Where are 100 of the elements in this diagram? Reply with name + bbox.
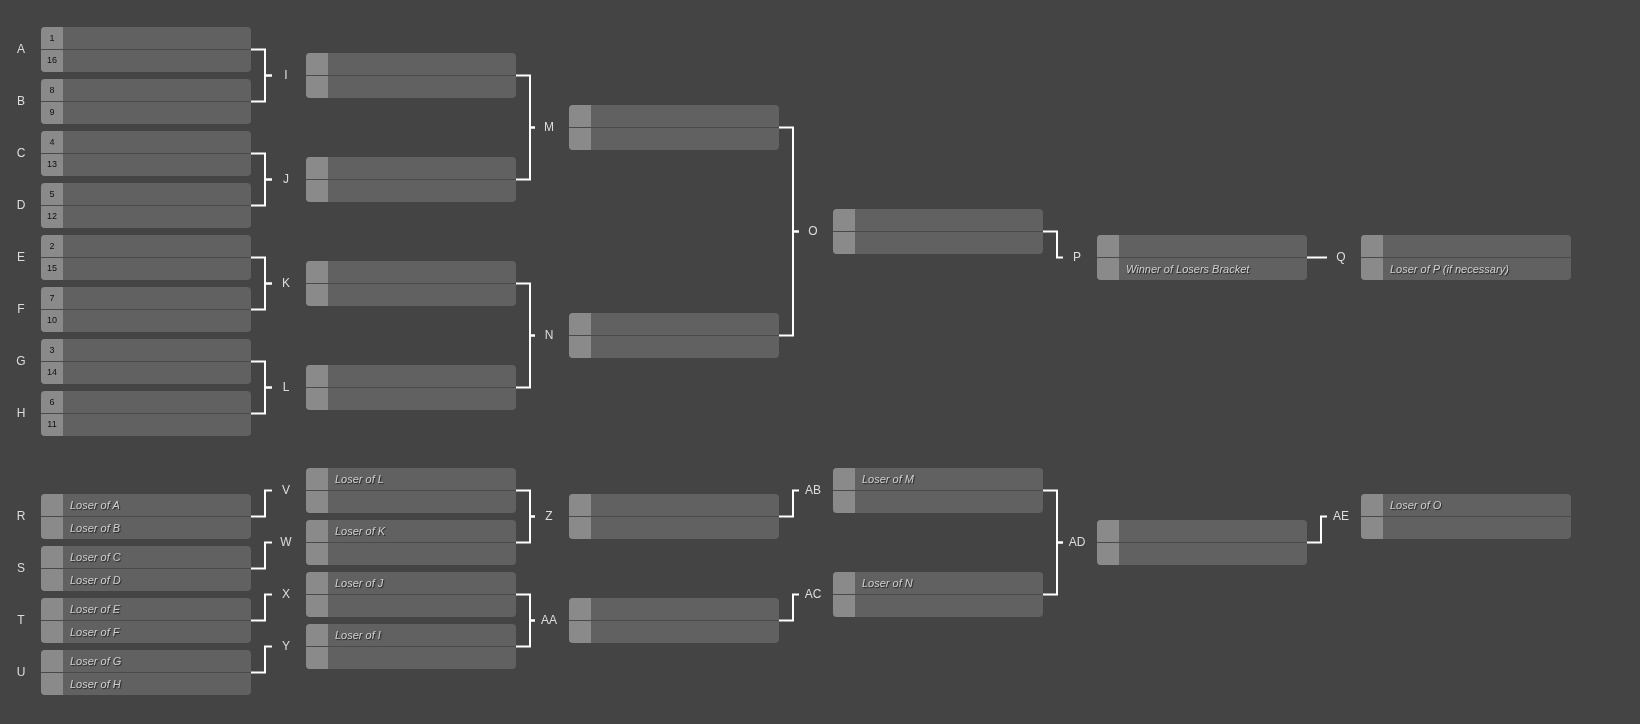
team-slot (306, 490, 516, 513)
bracket-line (515, 334, 536, 389)
slot-text: Loser of D (70, 574, 121, 587)
slot-text: Loser of G (70, 655, 122, 668)
team-slot (306, 283, 516, 306)
team-slot (1361, 516, 1571, 539)
bracket-line (250, 386, 273, 415)
team-slot (41, 494, 251, 516)
slot-text: Loser of H (70, 678, 121, 691)
team-slot (306, 179, 516, 202)
match-label: C (15, 146, 27, 161)
bracket-line (515, 126, 536, 181)
match-label: P (1072, 250, 1082, 265)
match-label: AE (1332, 509, 1350, 524)
team-slot (41, 235, 251, 257)
match-label: B (16, 94, 26, 109)
team-slot (41, 49, 251, 72)
team-slot (306, 542, 516, 565)
match-label: AD (1067, 535, 1087, 550)
team-slot (306, 572, 516, 594)
bracket-line (250, 282, 273, 311)
team-slot (41, 27, 251, 49)
team-slot (41, 546, 251, 568)
team-slot (41, 183, 251, 205)
match-label: J (282, 172, 290, 187)
match-label: AA (540, 613, 558, 628)
match-label: AC (803, 587, 823, 602)
team-slot (41, 153, 251, 176)
team-slot (1361, 235, 1571, 257)
bracket-line (1306, 256, 1328, 259)
team-slot (306, 624, 516, 646)
match-label: Z (544, 509, 554, 524)
team-slot (41, 568, 251, 591)
team-slot (41, 257, 251, 280)
bracket-line (1042, 541, 1064, 596)
match-label: Y (281, 639, 291, 654)
team-slot (41, 79, 251, 101)
team-slot (1361, 494, 1571, 516)
seed-number: 11 (41, 414, 63, 436)
team-slot (833, 572, 1043, 594)
team-slot (41, 101, 251, 124)
bracket-line (250, 178, 273, 207)
team-slot (41, 413, 251, 436)
team-slot (1097, 257, 1307, 280)
seed-number: 5 (41, 183, 63, 205)
team-slot (833, 490, 1043, 513)
slot-text: Loser of N (862, 577, 913, 590)
bracket-line (250, 74, 273, 103)
match-label: H (15, 406, 27, 421)
seed-number: 6 (41, 391, 63, 413)
match-label: AB (804, 483, 822, 498)
seed-number: 15 (41, 258, 63, 280)
slot-text: Loser of K (335, 525, 386, 538)
team-slot (569, 516, 779, 539)
team-slot (41, 650, 251, 672)
bracket-line (250, 489, 273, 518)
team-slot (833, 594, 1043, 617)
team-slot (41, 672, 251, 695)
team-slot (41, 361, 251, 384)
team-slot (306, 75, 516, 98)
match-label: E (16, 250, 26, 265)
slot-text: Loser of E (70, 603, 121, 616)
match-label: O (807, 224, 819, 239)
match-label: R (15, 509, 27, 524)
team-slot (41, 309, 251, 332)
slot-text: Loser of C (70, 551, 121, 564)
team-slot (306, 53, 516, 75)
match-label: V (281, 483, 291, 498)
slot-text: Loser of O (1390, 499, 1442, 512)
slot-text: Winner of Losers Bracket (1126, 263, 1250, 276)
match-label: Q (1335, 250, 1347, 265)
seed-number: 2 (41, 235, 63, 257)
team-slot (833, 231, 1043, 254)
team-slot (41, 339, 251, 361)
match-label: I (283, 68, 289, 83)
bracket-line (1306, 515, 1328, 544)
team-slot (569, 494, 779, 516)
seed-number: 8 (41, 79, 63, 101)
team-slot (41, 131, 251, 153)
match-label: S (16, 561, 26, 576)
team-slot (569, 105, 779, 127)
bracket-line (778, 593, 800, 622)
seed-number: 4 (41, 131, 63, 153)
seed-number: 3 (41, 339, 63, 361)
team-slot (41, 620, 251, 643)
team-slot (569, 335, 779, 358)
bracket-line (515, 515, 536, 544)
team-slot (569, 620, 779, 643)
team-slot (306, 261, 516, 283)
team-slot (306, 646, 516, 669)
seed-number: 13 (41, 154, 63, 176)
team-slot (1097, 542, 1307, 565)
seed-number: 16 (41, 50, 63, 72)
slot-text: Loser of P (if necessary) (1390, 263, 1509, 276)
match-label: X (281, 587, 291, 602)
seed-number: 12 (41, 206, 63, 228)
team-slot (41, 287, 251, 309)
slot-text: Loser of M (862, 473, 914, 486)
match-label: T (16, 613, 26, 628)
match-label: W (279, 535, 293, 550)
